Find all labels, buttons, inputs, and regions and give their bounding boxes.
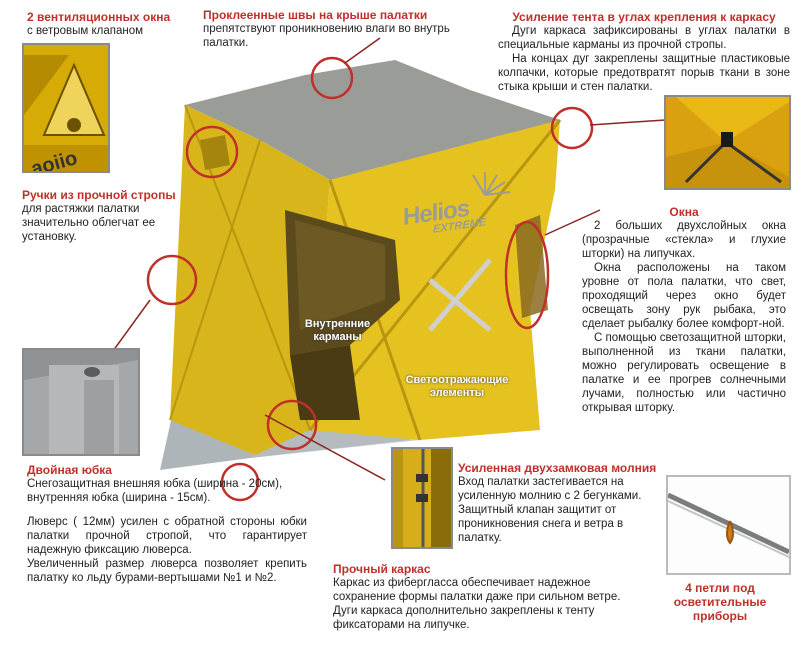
skirt-image (24, 350, 138, 454)
skirt-text-4: Увеличенный размер люверса позволяет кре… (27, 558, 307, 584)
handles-text: для растяжки палатки значительно облегча… (22, 203, 156, 243)
skirt-text-2: внутренняя юбка (ширина - 15см). (27, 492, 211, 504)
handles-callout: Ручки из прочной стропы для растяжки пал… (22, 188, 197, 244)
vent-image: aoiio (24, 45, 108, 171)
vents-text: с ветровым клапаном (27, 25, 144, 37)
skirt-text-1: Снегозащитная внешняя юбка (ширина - 20с… (27, 478, 283, 490)
loops-image (668, 477, 789, 573)
windows-title: Окна (669, 205, 699, 219)
zipper-text-2: Защитный клапан защитит от проникновения… (458, 504, 624, 544)
corners-text-2: На концах дуг закреплены защитные пласти… (498, 53, 790, 93)
zipper-title: Усиленная двухзамковая молния (458, 461, 657, 475)
zipper-thumbnail (391, 447, 453, 549)
zipper-image (393, 449, 451, 547)
skirt-callout: Двойная юбка Снегозащитная внешняя юбка … (27, 463, 307, 585)
pockets-label: Внутренние карманы (304, 318, 371, 343)
vent-thumbnail: aoiio (22, 43, 110, 173)
vents-title: 2 вентиляционных окна (27, 10, 171, 24)
zipper-text-1: Вход палатки застегивается на усиленную … (458, 476, 642, 502)
handles-title: Ручки из прочной стропы (22, 188, 176, 202)
skirt-thumbnail (22, 348, 140, 456)
windows-text-3: С помощью светозащитной шторки, выполнен… (582, 332, 786, 414)
windows-callout: Окна 2 больших двухслойных окна (прозрач… (582, 205, 786, 415)
frame-text: Каркас из фибергласса обеспечивает надеж… (333, 577, 621, 631)
seams-text: препятствуют проникновению влаги во внут… (203, 23, 450, 49)
corner-thumbnail (664, 95, 791, 190)
windows-text-1: 2 больших двухслойных окна (прозрачные «… (582, 220, 786, 260)
windows-text-2: Окна расположены на таком уровне от пола… (582, 262, 786, 330)
corners-title: Усиление тента в углах крепления к карка… (512, 10, 776, 24)
zipper-callout: Усиленная двухзамковая молния Вход палат… (458, 461, 668, 545)
corner-image (666, 97, 789, 188)
loops-callout: 4 петли под осветительные приборы (660, 581, 780, 623)
skirt-title: Двойная юбка (27, 463, 112, 477)
seams-title: Проклеенные швы на крыше палатки (203, 8, 428, 22)
frame-callout: Прочный каркас Каркас из фибергласса обе… (333, 562, 625, 632)
skirt-text-3: Люверс ( 12мм) усилен с обратной стороны… (27, 516, 307, 556)
corners-callout: Усиление тента в углах крепления к карка… (498, 10, 790, 94)
reflective-label: Светоотражающие элементы (405, 374, 509, 399)
frame-title: Прочный каркас (333, 562, 431, 576)
loops-thumbnail (666, 475, 791, 575)
vents-callout: 2 вентиляционных окна с ветровым клапано… (27, 10, 197, 38)
seams-callout: Проклеенные швы на крыше палатки препятс… (203, 8, 473, 50)
corners-text-1: Дуги каркаса зафиксированы в углах палат… (498, 25, 790, 51)
loops-title: 4 петли под осветительные приборы (673, 581, 767, 623)
